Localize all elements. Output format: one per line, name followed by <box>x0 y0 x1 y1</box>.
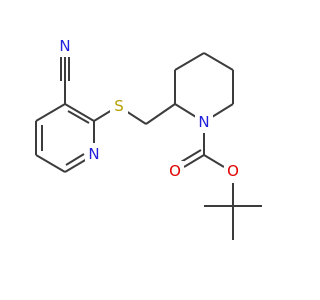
piperidine-bond-c4-c5 <box>203 52 234 71</box>
piperidine-ring <box>174 52 234 118</box>
sulfur-to-methylene-bond <box>125 110 147 125</box>
methylene-to-piperidine-bond <box>145 103 176 125</box>
pyridine-ring <box>35 103 95 173</box>
piperidine-nitrogen-label: N <box>198 113 209 131</box>
nitrile-nitrogen-label: N <box>59 37 70 55</box>
carbonyl-to-ester-o-bond <box>203 154 225 168</box>
pyridine-bond-c3-c2-inner <box>67 110 90 124</box>
thioether-linker <box>93 103 176 125</box>
boc-group <box>180 133 262 240</box>
nitrile-group <box>60 57 70 104</box>
piperidine-bond-c6-n <box>211 103 234 118</box>
pyridine-bond-c5-c6 <box>35 154 66 173</box>
piperidine-bond-c3-c4 <box>174 52 205 71</box>
molecule-structure-diagram: N S N N O O <box>35 36 262 240</box>
piperidine-bond-n-c2 <box>174 103 197 118</box>
pyridine-bond-c6-n <box>64 158 88 173</box>
sulfur-label: S <box>114 97 124 115</box>
carbonyl-oxygen-label: O <box>169 162 181 180</box>
pyridine-bond-c6-n-inner <box>65 153 85 166</box>
carbonyl-double-bond-b <box>180 149 202 163</box>
atom-labels: N S N N O O <box>56 36 242 181</box>
pyridine-nitrogen-label: N <box>88 145 99 163</box>
carbonyl-double-bond-a <box>183 154 205 168</box>
ring-to-sulfur-bond <box>93 109 113 122</box>
pyridine-bond-c3-c2 <box>64 103 95 122</box>
ester-oxygen-label: O <box>227 162 239 180</box>
pyridine-bond-c3-c4 <box>35 103 66 122</box>
